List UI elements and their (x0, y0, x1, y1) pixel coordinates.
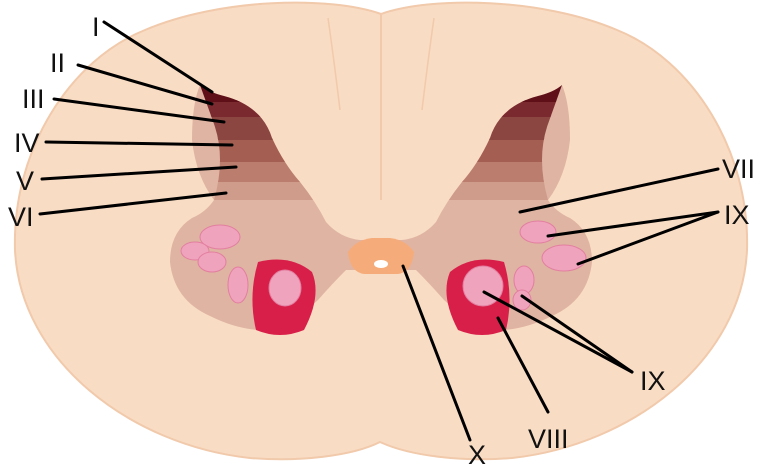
lamina-9-nucleus (542, 245, 586, 271)
label-lamina-1: I (92, 12, 100, 42)
label-lamina-2: II (50, 48, 65, 78)
label-lamina-6: VI (8, 202, 34, 232)
lamina-9-nucleus (228, 267, 248, 303)
label-lamina-3: III (22, 84, 45, 114)
label-lamina-7: VII (722, 154, 755, 184)
label-lamina-5: V (16, 166, 34, 196)
label-lamina-9-upper: IX (724, 200, 750, 230)
central-canal (374, 260, 388, 268)
lamina-9-nucleus (269, 270, 301, 306)
label-lamina-4: IV (14, 128, 40, 158)
label-lamina-8: VIII (528, 424, 569, 454)
lamina-9-nucleus (198, 252, 226, 272)
label-lamina-9-lower: IX (640, 366, 666, 396)
lamina-9-nucleus (520, 221, 556, 243)
label-lamina-10: X (468, 440, 486, 467)
